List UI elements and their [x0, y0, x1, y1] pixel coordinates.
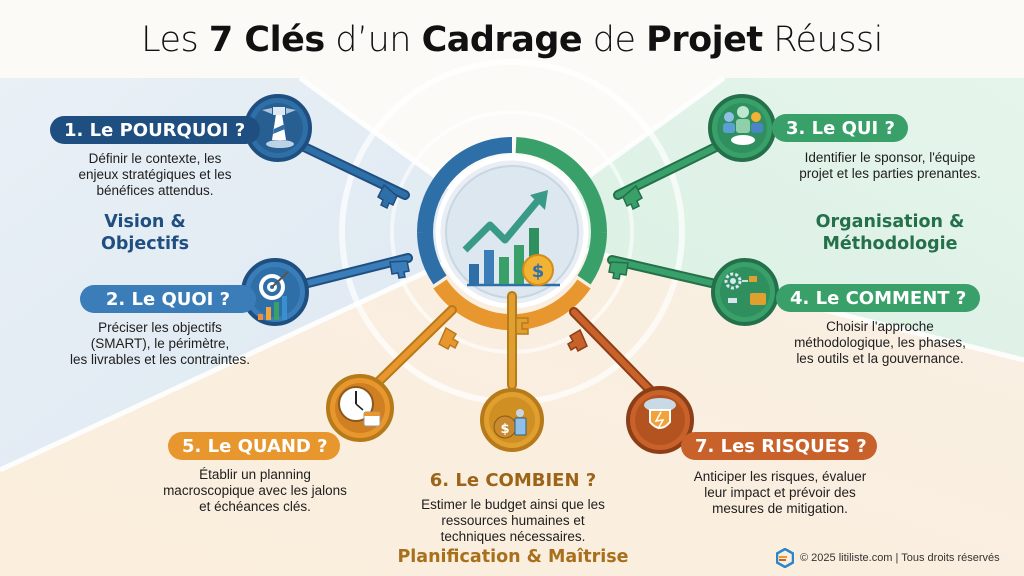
key-4-description: Choisir l'approche méthodologique, les p…	[794, 319, 966, 366]
key-7-description: Anticiper les risques, évaluer leur impa…	[693, 469, 867, 516]
title-part: Cadrage	[421, 20, 583, 60]
title-part: Projet	[646, 20, 763, 60]
key-5-description: Établir un planning macroscopique avec l…	[163, 467, 347, 514]
key-1-description: Définir le contexte, les enjeux stratégi…	[78, 151, 232, 198]
key-1-label: 1. Le POURQUOI ?	[50, 116, 260, 144]
title-part: de	[582, 20, 647, 60]
key-7-label: 7. Les RISQUES ?	[681, 432, 877, 460]
title-part: d’un	[324, 20, 422, 60]
title-part: Les	[141, 20, 209, 60]
category-organisation: Organisation & Méthodologie	[815, 212, 965, 254]
litiliste-hex-logo-icon	[776, 548, 794, 568]
category-planification: Planification & Maîtrise	[397, 547, 629, 567]
page-title: Les 7 Clés d’un Cadrage de Projet Réussi	[0, 20, 1024, 60]
key-6-label: 6. Le COMBIEN ?	[429, 469, 597, 491]
title-part: Réussi	[762, 20, 883, 60]
key-4-label: 4. Le COMMENT ?	[776, 284, 980, 312]
key-2-label: 2. Le QUOI ?	[80, 285, 256, 313]
key-2-description: Préciser les objectifs (SMART), le périm…	[69, 320, 251, 367]
copyright-text: © 2025 litiliste.com | Tous droits réser…	[800, 552, 1000, 564]
title-part: 7 Clés	[208, 20, 325, 60]
footer: © 2025 litiliste.com | Tous droits réser…	[776, 548, 1000, 568]
key-6-description: Estimer le budget ainsi que les ressourc…	[421, 497, 605, 544]
key-3-label: 3. Le QUI ?	[772, 114, 908, 142]
category-vision: Vision & Objectifs	[100, 212, 190, 254]
key-3-description: Identifier le sponsor, l'équipe projet e…	[799, 150, 981, 181]
key-5-label: 5. Le QUAND ?	[168, 432, 340, 460]
